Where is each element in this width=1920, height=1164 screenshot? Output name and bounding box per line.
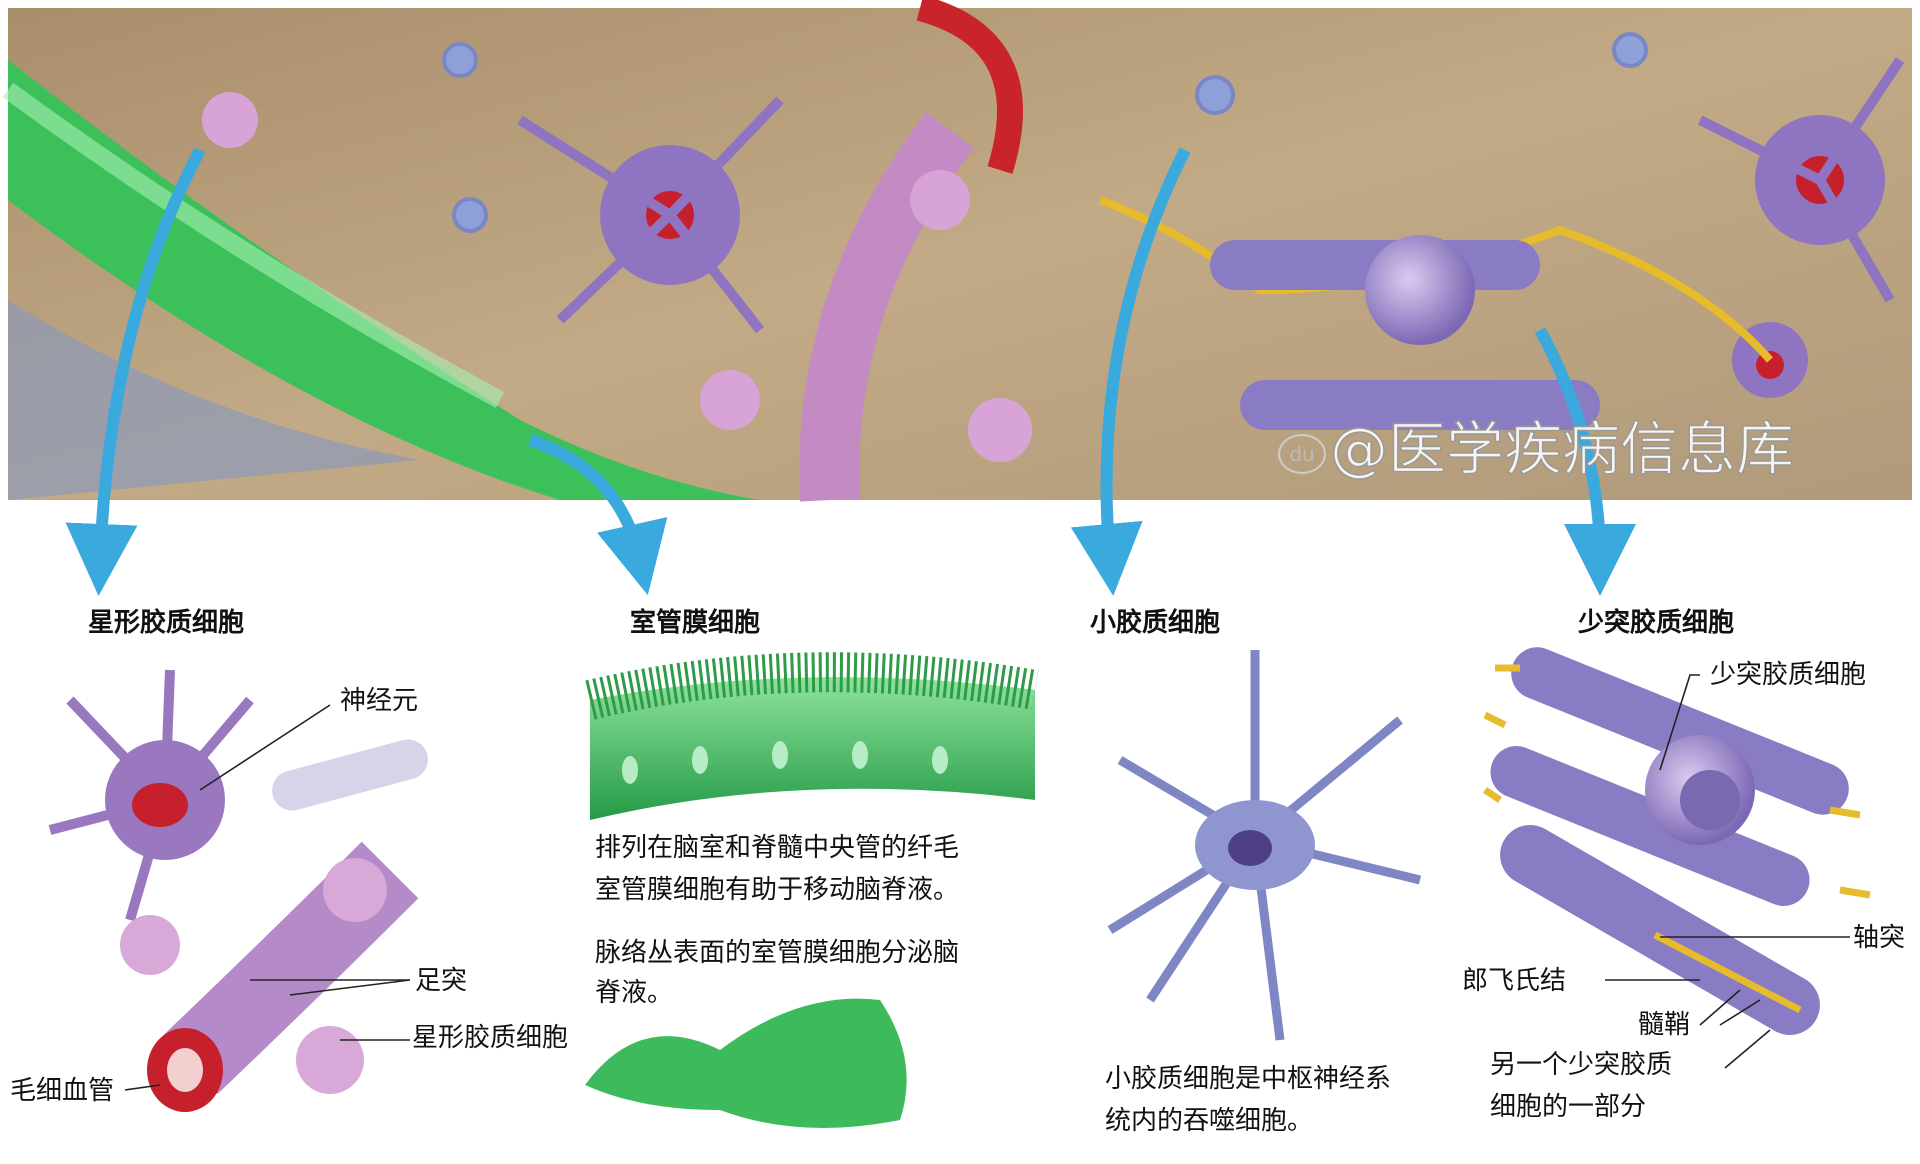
label-other-oligodendrocyte-1: 另一个少突胶质 — [1490, 1050, 1673, 1080]
heading-microglia: 小胶质细胞 — [1090, 608, 1221, 638]
arrows — [65, 147, 1636, 596]
arrow-to-ependymal — [528, 434, 668, 596]
label-axon: 轴突 — [1853, 923, 1906, 953]
ependymal-text-1: 排列在脑室和脊髓中央管的纤毛 — [595, 833, 960, 863]
ependymal-layer — [8, 60, 760, 500]
blood-vessel — [916, 0, 1023, 174]
label-astrocyte: 星形胶质细胞 — [412, 1023, 569, 1053]
arrow-to-astrocyte — [65, 147, 206, 596]
heading-oligodendrocyte: 少突胶质细胞 — [1578, 608, 1735, 638]
label-oligodendrocyte: 少突胶质细胞 — [1710, 660, 1867, 690]
label-capillary: 毛细血管 — [10, 1076, 115, 1106]
astrocyte-illustration — [48, 669, 428, 1112]
label-node-of-ranvier: 郎飞氏结 — [1462, 966, 1567, 996]
ependymal-text-4: 脊液。 — [595, 978, 674, 1008]
ependymal-illustration — [585, 652, 1039, 1128]
arrow-to-microglia — [1070, 147, 1191, 596]
ependymal-text-2: 室管膜细胞有助于移动脑脊液。 — [595, 875, 960, 905]
overview-tissue-panel — [2, 0, 1912, 502]
heading-ependymal: 室管膜细胞 — [630, 608, 761, 638]
label-foot-process: 足突 — [415, 966, 468, 996]
ependymal-text-3: 脉络丛表面的室管膜细胞分泌脑 — [595, 938, 960, 968]
oligodendrocyte-illustration — [1483, 647, 1871, 1069]
watermark-text: @医学疾病信息库 — [1329, 415, 1795, 483]
watermark-logo: du — [1278, 434, 1326, 474]
microglia-illustration — [1107, 650, 1422, 1041]
label-myelin-sheath: 髓鞘 — [1638, 1010, 1691, 1040]
label-other-oligodendrocyte-2: 细胞的一部分 — [1490, 1092, 1647, 1122]
label-neuron: 神经元 — [340, 686, 419, 716]
capillary — [799, 111, 974, 502]
oligodendrocyte-top — [1210, 235, 1600, 430]
heading-astrocyte: 星形胶质细胞 — [88, 608, 245, 638]
microglia-text-1: 小胶质细胞是中枢神经系 — [1105, 1064, 1392, 1094]
arrow-to-oligodendrocyte — [1534, 327, 1636, 596]
microglia-text-2: 统内的吞噬细胞。 — [1105, 1106, 1314, 1136]
